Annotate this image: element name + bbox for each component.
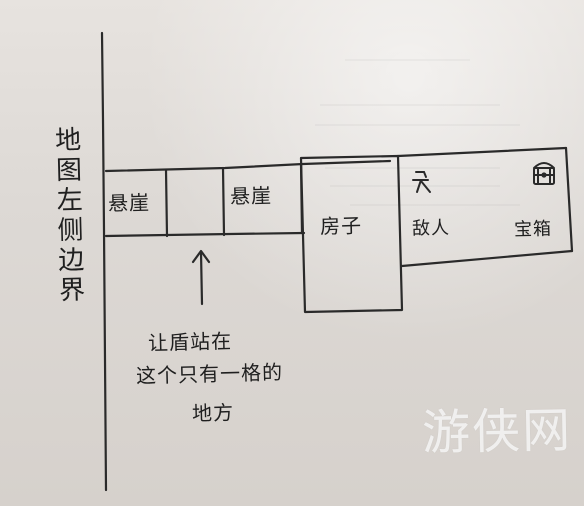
stick-figure-icon: [410, 169, 440, 199]
bottom-edge-line: [104, 231, 306, 238]
treasure-label: 宝箱: [513, 218, 553, 241]
map-left-boundary-label: 地图左侧边界: [50, 125, 86, 307]
enemy-area-right: [564, 146, 574, 253]
note-line-1: 让盾站在: [147, 328, 233, 356]
enemy-area-bottom: [400, 249, 574, 268]
cliff-divider-2: [221, 166, 226, 237]
pointer-arrow-head: [191, 249, 211, 264]
house-box: [299, 154, 404, 314]
cliff-label-1: 悬崖: [107, 190, 151, 216]
cliff-label-2: 悬崖: [229, 183, 273, 209]
cliff-divider-1: [164, 168, 169, 238]
pointer-arrow-shaft: [199, 250, 204, 306]
enemy-area-top: [396, 146, 568, 158]
note-line-2: 这个只有一格的: [135, 360, 284, 388]
top-edge-line: [104, 159, 392, 173]
treasure-chest-icon: [530, 158, 558, 192]
enemy-label: 敌人: [411, 217, 451, 240]
house-label: 房子: [319, 213, 363, 239]
note-line-3: 地方: [191, 400, 235, 426]
map-left-boundary-line: [100, 31, 108, 492]
watermark: 游侠网: [421, 402, 573, 462]
